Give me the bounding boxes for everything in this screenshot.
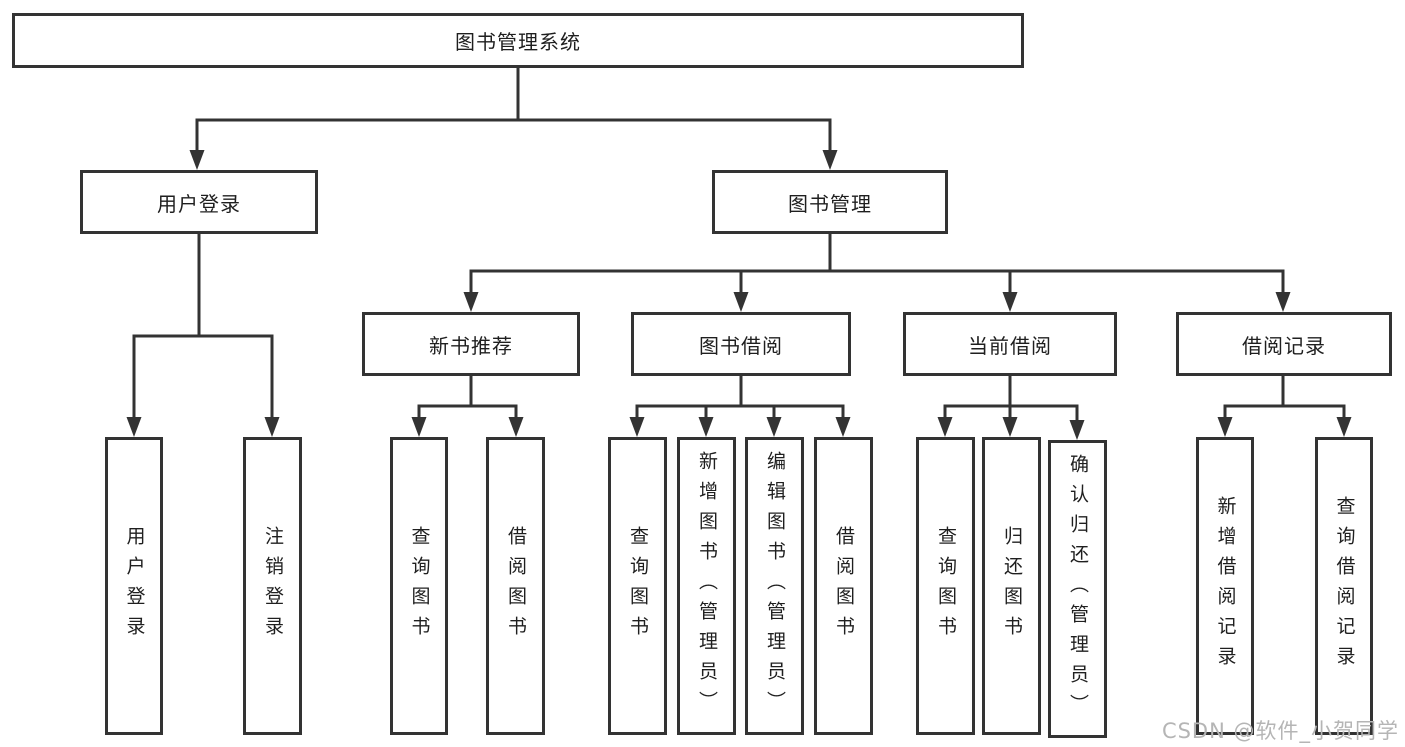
arrowheads [126, 150, 1352, 440]
node-current-borrow-label: 当前借阅 [968, 333, 1052, 358]
csdn-watermark: CSDN @软件_小贺同学 [1161, 719, 1399, 743]
leaf-records-query-record: 查询借阅记录 [1315, 437, 1373, 735]
node-borrow-records-label: 借阅记录 [1242, 333, 1326, 358]
leaf-borrow-add-book: 新增图书（管理员） [677, 437, 736, 735]
leaf-current-confirm-return: 确认归还（管理员） [1048, 440, 1107, 738]
node-user-login: 用户登录 [80, 170, 318, 234]
leaf-logout: 注销登录 [243, 437, 302, 735]
node-current-borrow: 当前借阅 [903, 312, 1117, 376]
leaf-user-login: 用户登录 [105, 437, 163, 735]
leaf-logout-label: 注销登录 [262, 526, 284, 646]
leaf-borrow-borrow-book: 借阅图书 [814, 437, 873, 735]
leaf-borrow-edit-book: 编辑图书（管理员） [745, 437, 804, 735]
leaf-records-add-record: 新增借阅记录 [1196, 437, 1254, 735]
leaf-rec-query-book-label: 查询图书 [408, 526, 431, 646]
leaf-records-add-record-label: 新增借阅记录 [1214, 496, 1237, 676]
leaf-user-login-label: 用户登录 [123, 526, 146, 646]
leaf-current-return-book: 归还图书 [982, 437, 1041, 735]
node-borrow-records: 借阅记录 [1176, 312, 1392, 376]
node-book-borrow-label: 图书借阅 [699, 333, 783, 358]
leaf-records-query-record-label: 查询借阅记录 [1333, 496, 1356, 676]
leaf-rec-borrow-book-label: 借阅图书 [505, 526, 527, 646]
leaf-current-return-book-label: 归还图书 [1001, 526, 1023, 646]
leaf-current-query-book: 查询图书 [916, 437, 975, 735]
node-new-book-recommend: 新书推荐 [362, 312, 580, 376]
leaf-borrow-add-book-label: 新增图书（管理员） [696, 451, 718, 721]
leaf-rec-query-book: 查询图书 [390, 437, 448, 735]
node-new-book-recommend-label: 新书推荐 [429, 333, 513, 358]
node-book-management-label: 图书管理 [788, 191, 872, 216]
node-root-label: 图书管理系统 [455, 30, 581, 54]
node-user-login-label: 用户登录 [157, 191, 241, 216]
leaf-borrow-borrow-book-label: 借阅图书 [833, 526, 855, 646]
leaf-current-confirm-return-label: 确认归还（管理员） [1067, 454, 1089, 724]
leaf-borrow-edit-book-label: 编辑图书（管理员） [764, 451, 786, 721]
node-book-borrow: 图书借阅 [631, 312, 851, 376]
leaf-borrow-query-book-label: 查询图书 [627, 526, 649, 646]
leaf-current-query-book-label: 查询图书 [935, 526, 957, 646]
node-root: 图书管理系统 [12, 13, 1024, 68]
leaf-borrow-query-book: 查询图书 [608, 437, 667, 735]
node-book-management: 图书管理 [712, 170, 948, 234]
leaf-rec-borrow-book: 借阅图书 [486, 437, 545, 735]
